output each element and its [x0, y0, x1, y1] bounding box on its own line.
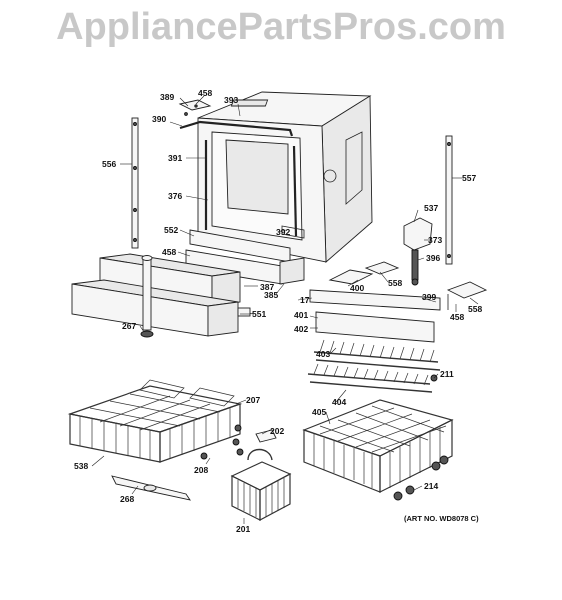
- label-404: 404: [332, 397, 346, 407]
- upper-rack: [67, 379, 244, 463]
- art-number: (ART NO. WD8078 C): [404, 514, 479, 523]
- label-458-top: 458: [198, 88, 212, 98]
- label-373: 373: [428, 235, 442, 245]
- label-201: 201: [236, 524, 250, 534]
- label-391: 391: [168, 153, 182, 163]
- leg-bracket: [403, 217, 433, 286]
- label-202: 202: [270, 426, 284, 436]
- label-214: 214: [424, 481, 438, 491]
- label-552: 552: [164, 225, 178, 235]
- leader-lines: [91, 95, 479, 524]
- label-556: 556: [102, 159, 116, 169]
- tub-assembly: [179, 91, 373, 263]
- label-557: 557: [462, 173, 476, 183]
- label-458-right: 458: [450, 312, 464, 322]
- label-211: 211: [440, 369, 454, 379]
- label-393: 393: [224, 95, 238, 105]
- label-403: 403: [316, 349, 330, 359]
- side-trim-right: [445, 135, 453, 265]
- label-17: 17: [300, 295, 310, 305]
- label-208: 208: [194, 465, 208, 475]
- label-551: 551: [252, 309, 266, 319]
- label-402: 402: [294, 324, 308, 334]
- label-399: 399: [422, 292, 436, 302]
- label-385: 385: [264, 290, 278, 300]
- base-panels: [185, 229, 305, 285]
- tine-row: [313, 339, 441, 371]
- insulation-blocks: [71, 253, 255, 338]
- label-558-a: 558: [388, 278, 402, 288]
- lower-rack: [302, 399, 454, 501]
- label-538: 538: [74, 461, 88, 471]
- silverware-basket: [230, 429, 292, 521]
- label-400: 400: [350, 283, 364, 293]
- label-267: 267: [122, 321, 136, 331]
- label-458-mid: 458: [162, 247, 176, 257]
- label-390: 390: [152, 114, 166, 124]
- label-537: 537: [424, 203, 438, 213]
- label-389: 389: [160, 92, 174, 102]
- label-207: 207: [246, 395, 260, 405]
- front-rails: [309, 261, 488, 343]
- label-376: 376: [168, 191, 182, 201]
- label-401: 401: [294, 310, 308, 320]
- label-396: 396: [426, 253, 440, 263]
- label-558-b: 558: [468, 304, 482, 314]
- label-392: 392: [276, 227, 290, 237]
- spray-arm: [111, 475, 191, 501]
- watermark-text: AppliancePartsPros.com: [56, 6, 506, 48]
- top-bracket: [178, 99, 212, 116]
- side-trim-left: [131, 117, 139, 249]
- part-labels: 389 458 393 390 556 391 557 376 537 552 …: [74, 88, 482, 534]
- label-405: 405: [312, 407, 326, 417]
- label-268: 268: [120, 494, 134, 504]
- label-387: 387: [260, 282, 274, 292]
